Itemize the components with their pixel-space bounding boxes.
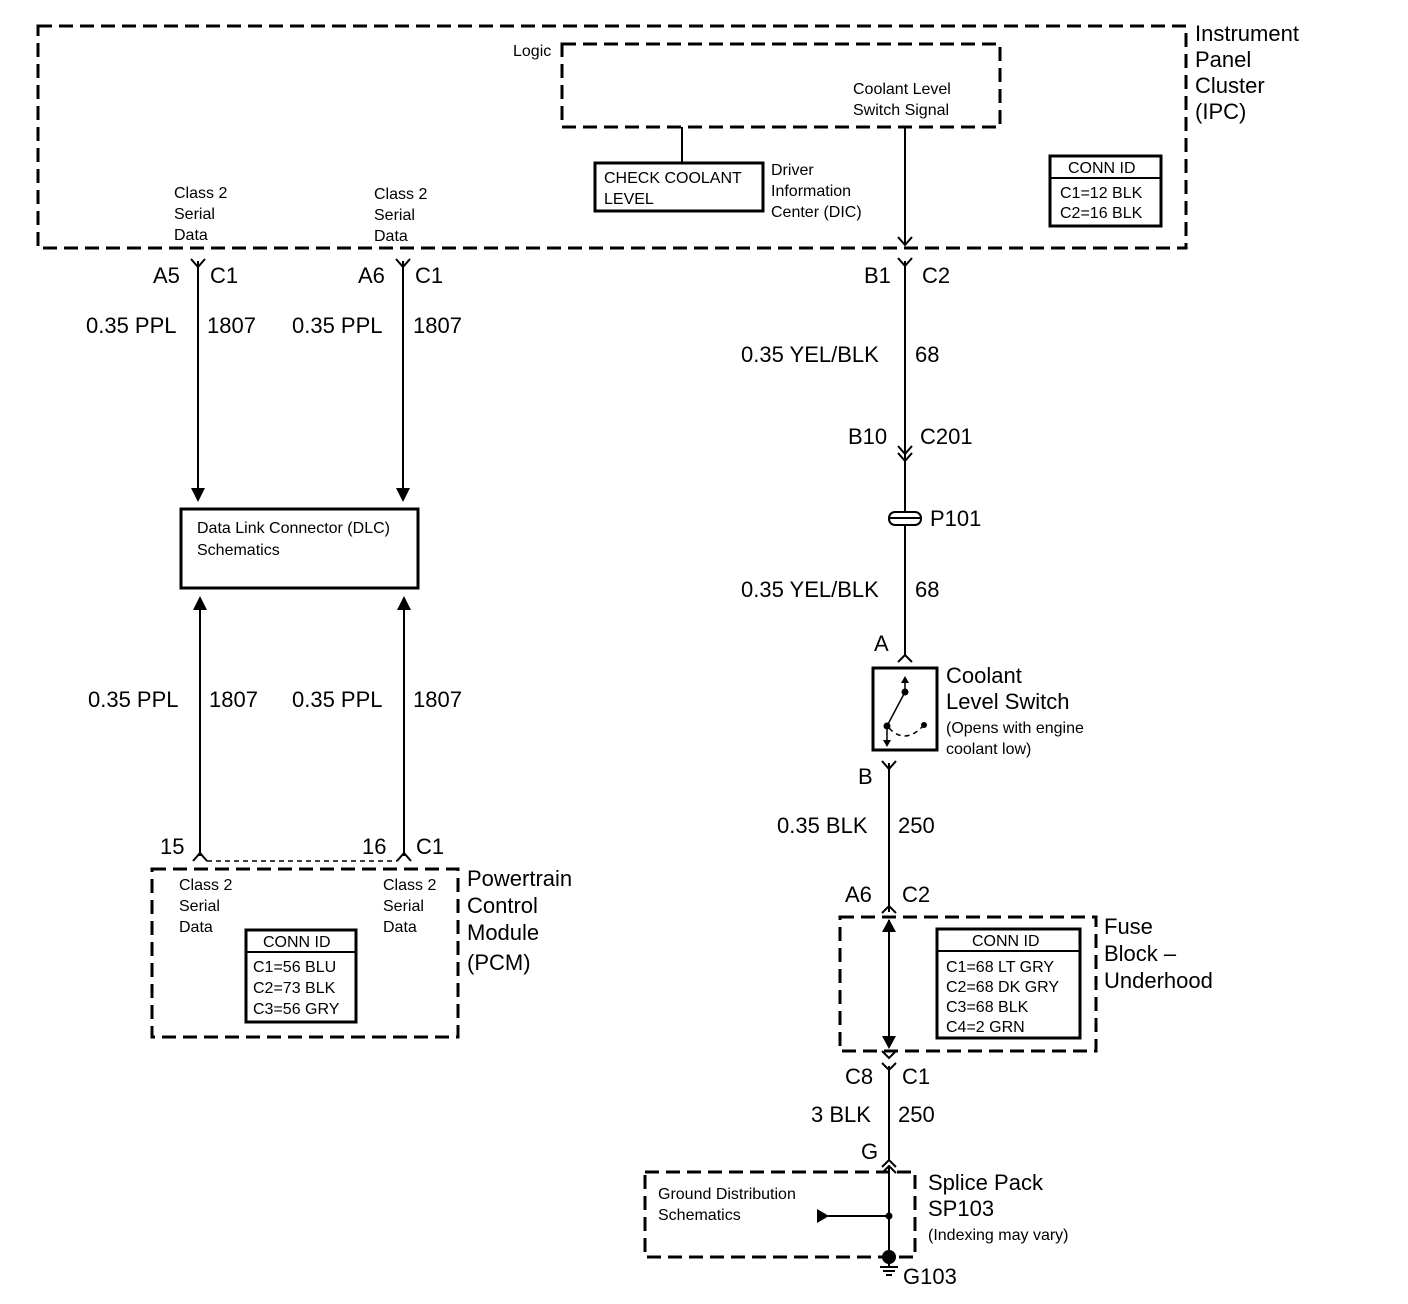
wire-label-ppl-1: 0.35 PPL: [86, 313, 177, 338]
ipc-conn-id-rows: C1=12 BLK C2=16 BLK: [1060, 185, 1147, 222]
switch-contact-open: [921, 722, 927, 728]
coolant-level-switch-note: (Opens with engine coolant low): [946, 720, 1088, 758]
pcm-boundary: [150, 867, 460, 1039]
coolant-level-switch-name: Coolant Level Switch: [946, 663, 1070, 714]
pcm-conn-id-rows: C1=56 BLU C2=73 BLK C3=56 GRY: [253, 959, 341, 1018]
circuit-250-2: 250: [898, 1102, 935, 1127]
conn-c2-fuse: C2: [902, 882, 930, 907]
ipc-conn-id-box: [1048, 154, 1163, 228]
ipc-serial-data-label-1: Class 2 Serial Data: [174, 185, 232, 244]
pcm-pin-16: 16: [362, 834, 386, 859]
coolant-level-signal-label: Coolant Level Switch Signal: [853, 81, 955, 119]
circuit-1807-1: 1807: [207, 313, 256, 338]
ipc-name: Instrument Panel Cluster (IPC): [1195, 21, 1305, 124]
pcm-conn-id-box: [244, 928, 358, 1024]
conn-c1-left-1: C1: [210, 263, 238, 288]
connector-symbol-c201-a: [897, 445, 913, 456]
fuse-bus-arrow-bottom: [882, 1036, 896, 1049]
fuse-conn-id-title: CONN ID: [972, 933, 1040, 950]
pin-a6-fuse: A6: [845, 882, 872, 907]
dlc-box: [179, 507, 420, 590]
pin-a6-left: A6: [358, 263, 385, 288]
circuit-1807-2: 1807: [413, 313, 462, 338]
pcm-name: Powertrain Control Module (PCM): [467, 866, 578, 975]
ground-eyelet: [882, 1250, 896, 1264]
logic-label: Logic: [513, 43, 551, 60]
dic-label: Driver Information Center (DIC): [771, 162, 862, 221]
wire-label-yel-blk-2: 0.35 YEL/BLK: [741, 577, 879, 602]
arrow-to-dlc-1: [191, 488, 205, 502]
circuit-250-1: 250: [898, 813, 935, 838]
dlc-label: Data Link Connector (DLC) Schematics: [197, 520, 394, 559]
fuse-block-boundary: [838, 915, 1098, 1053]
circuit-68-1: 68: [915, 342, 939, 367]
splice-pack-note: (Indexing may vary): [928, 1227, 1069, 1244]
p101-label: P101: [930, 506, 981, 531]
ipc-boundary: [36, 24, 1188, 250]
conn-c2-ipc: C2: [922, 263, 950, 288]
connector-symbol-c8-female: [881, 1050, 897, 1060]
splice-pin-g: G: [861, 1139, 878, 1164]
pcm-pin-15: 15: [160, 834, 184, 859]
fuse-block-name: Fuse Block – Underhood: [1104, 914, 1213, 993]
pcm-serial-data-label-2: Class 2 Serial Data: [383, 877, 441, 936]
wire-label-ppl-3: 0.35 PPL: [88, 687, 179, 712]
circuit-1807-4: 1807: [413, 687, 462, 712]
wire-label-ppl-2: 0.35 PPL: [292, 313, 383, 338]
fuse-conn-id-rows: C1=68 LT GRY C2=68 DK GRY C3=68 BLK C4=2…: [946, 959, 1063, 1036]
wire-label-yel-blk-1: 0.35 YEL/BLK: [741, 342, 879, 367]
switch-arrow-top: [901, 676, 909, 683]
wire-label-ppl-4: 0.35 PPL: [292, 687, 383, 712]
pcm-serial-data-label-1: Class 2 Serial Data: [179, 877, 237, 936]
arrow-from-pcm-2: [397, 596, 411, 610]
logic-boundary: [560, 42, 1002, 129]
connector-symbol-a6-fuse: [881, 904, 897, 914]
pin-c8: C8: [845, 1064, 873, 1089]
coolant-level-switch-box: [871, 666, 939, 752]
dic-message: CHECK COOLANT LEVEL: [604, 170, 746, 208]
connector-symbol-b1-female: [897, 236, 913, 247]
connector-symbol-pcm-15: [192, 851, 208, 862]
splice-pack-boundary: [643, 1170, 917, 1259]
conn-c1-left-2: C1: [415, 263, 443, 288]
pin-b10: B10: [848, 424, 887, 449]
conn-c201: C201: [920, 424, 973, 449]
pcm-conn-c1: C1: [416, 834, 444, 859]
arrow-to-dlc-2: [396, 488, 410, 502]
switch-arrow-bottom: [883, 740, 891, 747]
conn-c1-fuse: C1: [902, 1064, 930, 1089]
splice-junction: [885, 1212, 893, 1220]
pcm-conn-id-title: CONN ID: [263, 934, 331, 951]
switch-pin-a: A: [874, 631, 889, 656]
fuse-conn-id-box: [935, 927, 1082, 1040]
circuit-1807-3: 1807: [209, 687, 258, 712]
pin-b1: B1: [864, 263, 891, 288]
pin-a5: A5: [153, 263, 180, 288]
fuse-bus-arrow-top: [882, 919, 896, 932]
arrow-from-pcm-1: [193, 596, 207, 610]
ground-g103: G103: [903, 1264, 957, 1289]
splice-pack-name: Splice Pack SP103: [928, 1170, 1049, 1221]
switch-blade: [886, 691, 906, 727]
splice-ground-dist-arrow: [817, 1209, 829, 1223]
ground-distribution-label: Ground Distribution Schematics: [658, 1186, 800, 1224]
connector-symbol-pcm-16: [396, 851, 412, 862]
wire-label-blk-035: 0.35 BLK: [777, 813, 868, 838]
connector-symbol-switch-a: [897, 653, 913, 663]
ipc-conn-id-title: CONN ID: [1068, 160, 1136, 177]
ipc-serial-data-label-2: Class 2 Serial Data: [374, 186, 432, 245]
dic-message-box: [593, 161, 765, 213]
wire-label-3-blk: 3 BLK: [811, 1102, 871, 1127]
switch-pin-b: B: [858, 764, 873, 789]
circuit-68-2: 68: [915, 577, 939, 602]
switch-open-arc: [888, 725, 924, 737]
splice-connector-a: [881, 1158, 897, 1168]
